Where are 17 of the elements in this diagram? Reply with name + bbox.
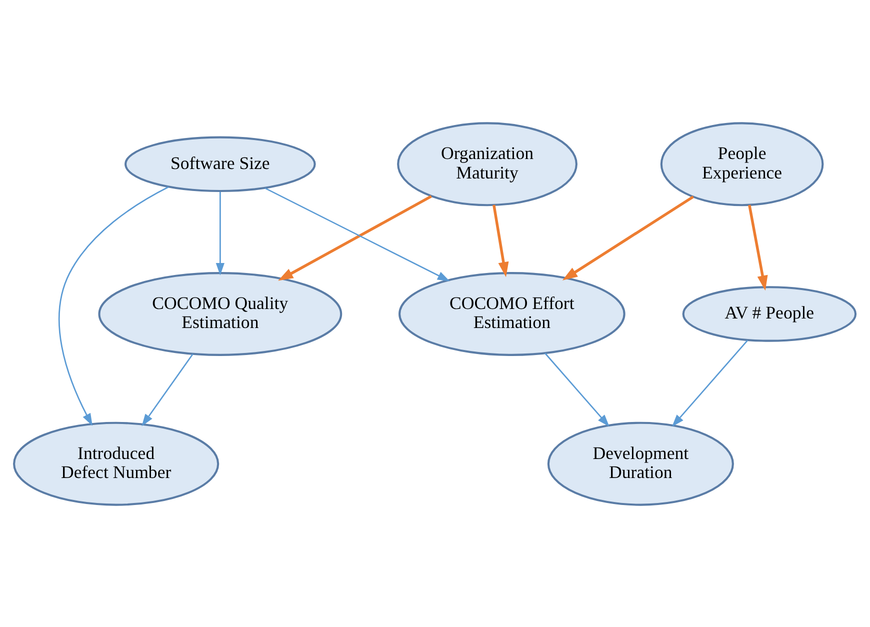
arrow <box>672 339 748 426</box>
arrow <box>562 195 694 280</box>
node-ellipse: COCOMO Quality Estimation <box>98 272 342 356</box>
node-ellipse: Software Size <box>124 136 316 192</box>
node-ellipse: People Experience <box>660 122 824 206</box>
node-ellipse: AV # People <box>682 286 857 342</box>
arrow <box>264 187 450 281</box>
arrow <box>58 186 169 426</box>
node-ellipse: Introduced Defect Number <box>13 421 220 506</box>
arrow <box>142 353 194 426</box>
arrow <box>492 204 509 277</box>
arrow <box>216 191 224 275</box>
arrow <box>278 194 432 280</box>
node-ellipse: Development Duration <box>547 421 734 506</box>
node-ellipse: Organization Maturity <box>397 122 578 206</box>
arrow <box>748 204 768 290</box>
arrow <box>544 352 610 426</box>
